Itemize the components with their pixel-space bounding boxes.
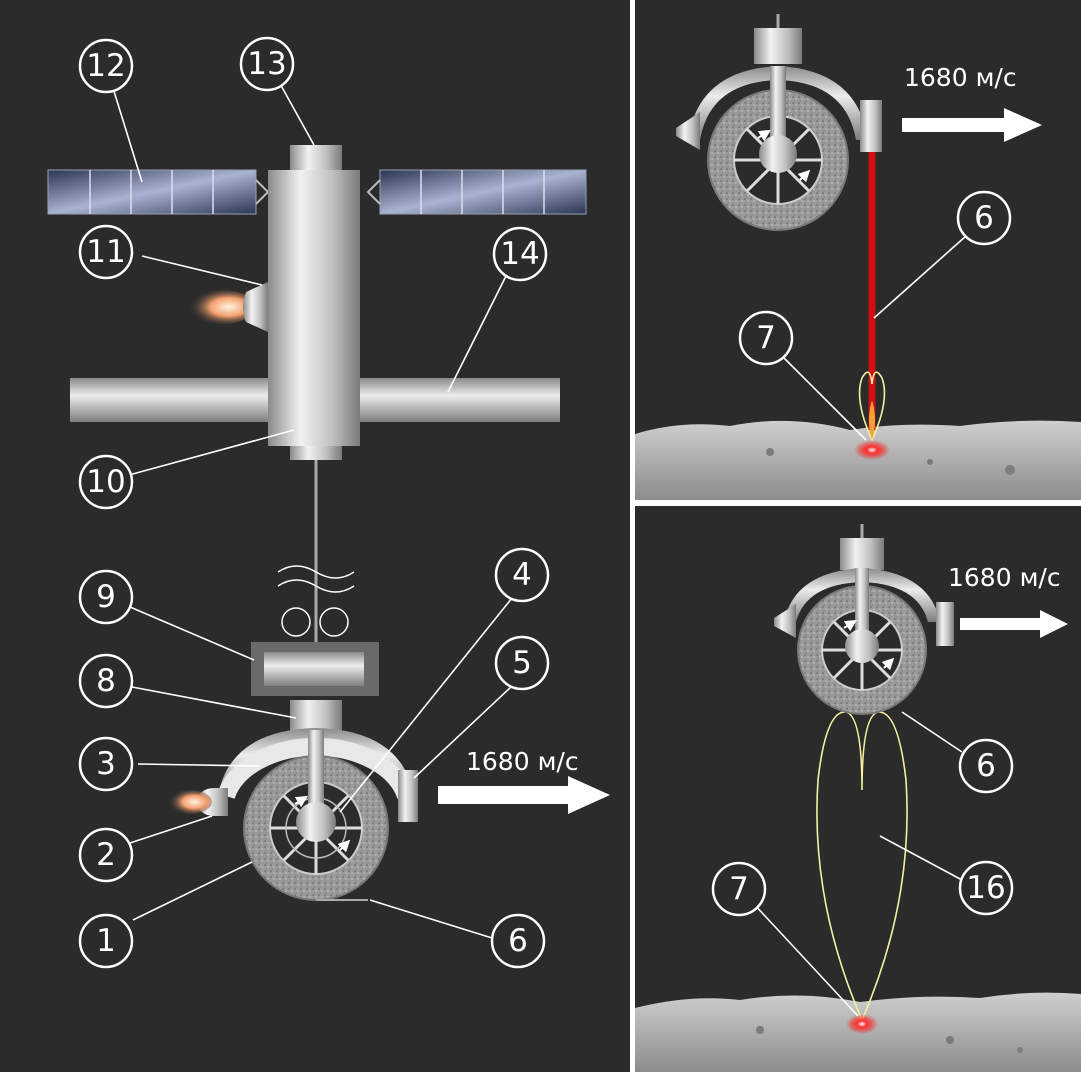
callout-6-bottom-right: 6	[958, 738, 1014, 794]
callout-6-left: 6	[490, 913, 546, 969]
impact-spot-bottom	[846, 1014, 878, 1034]
callout-12: 12	[78, 38, 134, 94]
svg-text:5: 5	[512, 645, 532, 681]
svg-text:10: 10	[86, 464, 125, 500]
capsule-top-right	[676, 14, 882, 231]
svg-text:16: 16	[966, 870, 1005, 906]
capsule-main	[168, 728, 418, 901]
grapple-mount	[290, 700, 342, 732]
top-right-panel	[635, 0, 1081, 500]
callout-8: 8	[78, 653, 134, 709]
velocity-arrow-top-right	[902, 108, 1042, 142]
svg-text:12: 12	[86, 48, 125, 84]
station-main-module	[268, 170, 360, 446]
callout-6-top-right: 6	[956, 190, 1012, 246]
svg-text:6: 6	[508, 923, 528, 959]
capsule-bottom-right	[774, 524, 954, 715]
leader-lines-top-right	[783, 235, 967, 441]
svg-text:2: 2	[96, 837, 116, 873]
svg-text:8: 8	[96, 663, 116, 699]
velocity-arrow-main	[438, 776, 610, 814]
leader-lines-bottom-right	[751, 711, 963, 1017]
svg-text:14: 14	[500, 236, 539, 272]
callout-7-bottom-right: 7	[711, 861, 767, 917]
svg-text:4: 4	[512, 557, 532, 593]
speed-label-top-right: 1680 м/с	[904, 63, 1017, 92]
svg-text:6: 6	[976, 748, 996, 784]
callout-11: 11	[78, 224, 134, 280]
callout-10: 10	[78, 454, 134, 510]
speed-label-bottom-right: 1680 м/с	[948, 563, 1061, 592]
station-thruster	[188, 282, 268, 332]
callout-16: 16	[958, 860, 1014, 916]
bottom-docking-port	[290, 446, 342, 460]
ablation-plume-top	[858, 371, 886, 442]
callout-5: 5	[494, 635, 550, 691]
svg-text:1: 1	[96, 923, 116, 959]
callout-14: 14	[492, 226, 548, 282]
svg-text:9: 9	[96, 579, 116, 615]
callout-1: 1	[78, 913, 134, 969]
svg-text:6: 6	[974, 200, 994, 236]
callout-4: 4	[494, 547, 550, 603]
solar-panel-left	[47, 169, 270, 215]
svg-text:7: 7	[729, 871, 749, 907]
svg-text:3: 3	[96, 746, 116, 782]
callout-9: 9	[78, 569, 134, 625]
solar-panel-right	[366, 169, 587, 215]
top-docking-port	[290, 145, 342, 171]
svg-text:7: 7	[756, 320, 776, 356]
callout-7-top-right: 7	[738, 310, 794, 366]
ejecta-plume	[816, 711, 908, 1023]
svg-text:11: 11	[86, 234, 125, 270]
speed-label-main: 1680 м/с	[466, 747, 579, 776]
leader-lines-left	[112, 79, 513, 939]
velocity-arrow-bottom-right	[960, 610, 1068, 638]
lunar-surface-top	[635, 420, 1081, 500]
tether-break-symbol	[277, 565, 355, 637]
winch-unit	[251, 642, 379, 696]
callout-3: 3	[78, 736, 134, 792]
impact-spot-top	[854, 440, 890, 460]
callout-2: 2	[78, 827, 134, 883]
callout-13: 13	[239, 36, 295, 92]
svg-text:13: 13	[247, 46, 286, 82]
